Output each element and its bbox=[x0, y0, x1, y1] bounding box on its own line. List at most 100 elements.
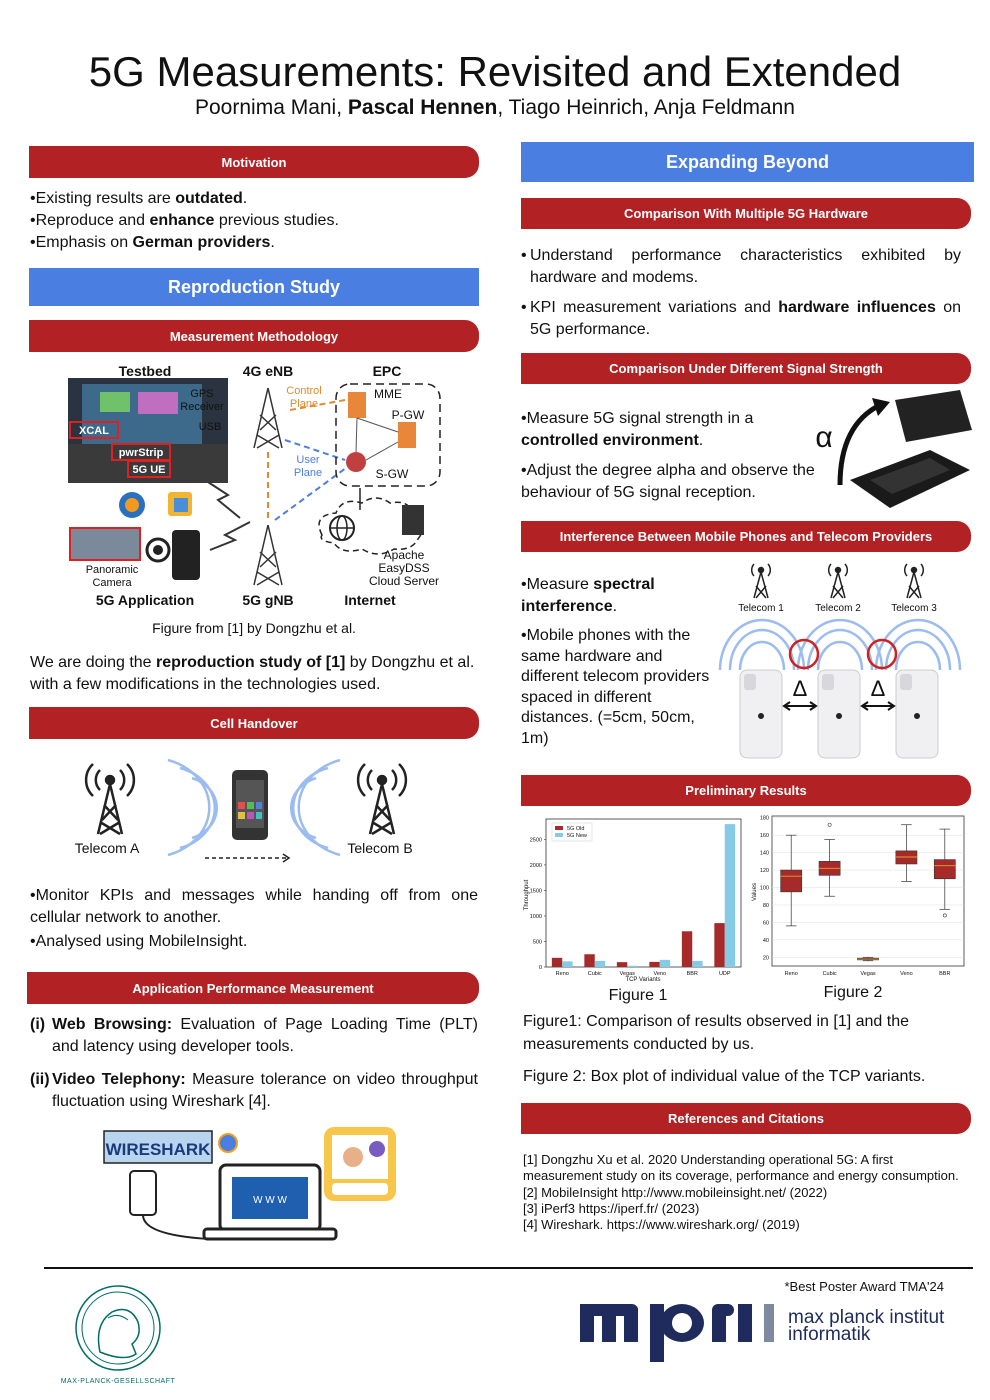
telecom-3-label: Telecom 3 bbox=[891, 603, 937, 614]
usb-label: USB bbox=[199, 421, 222, 433]
mme-label: MME bbox=[374, 387, 402, 401]
wireless-link-icon bbox=[207, 481, 241, 519]
epc-label: EPC bbox=[373, 363, 402, 379]
telecom-3-tower-icon bbox=[903, 563, 925, 599]
pgw-server-icon bbox=[398, 422, 416, 448]
phone-icon bbox=[172, 530, 200, 580]
handover-item-2: •Analysed using MobileInsight. bbox=[30, 933, 248, 950]
bar bbox=[562, 961, 573, 967]
x-tick-label: Reno bbox=[556, 971, 569, 977]
mme-server-icon bbox=[348, 392, 366, 418]
y-tick-label: 120 bbox=[760, 868, 769, 874]
mpi-wordmark-line2: informatik bbox=[788, 1324, 871, 1345]
hardware-item-1: •Understand performance characteristics … bbox=[521, 247, 961, 286]
x-tick-label: Cubic bbox=[588, 971, 602, 977]
panoramic-label: Panoramic bbox=[86, 564, 139, 576]
cloud-server-label: Cloud Server bbox=[369, 574, 439, 588]
www-label: W W W bbox=[253, 1195, 287, 1206]
author-1: Poornima Mani, bbox=[195, 96, 348, 119]
epc-box bbox=[335, 383, 441, 487]
y-tick-label: 0 bbox=[539, 965, 542, 971]
handover-diagram: Telecom A Telecom B bbox=[75, 758, 413, 863]
enb-tower-icon bbox=[253, 387, 283, 449]
x-tick-label: Vegas bbox=[860, 971, 876, 977]
reproduction-heading: Reproduction Study bbox=[29, 268, 479, 306]
bar bbox=[551, 957, 563, 967]
references-list: [1] Dongzhu Xu et al. 2020 Understanding… bbox=[523, 1152, 963, 1233]
handover-heading: Cell Handover bbox=[29, 707, 479, 739]
plot-frame bbox=[545, 818, 742, 968]
bar bbox=[724, 824, 736, 967]
easydss-label: EasyDSS bbox=[378, 561, 429, 575]
mpi-wordmark-line1: max planck institut bbox=[788, 1307, 945, 1328]
ue-label: 5G UE bbox=[132, 464, 165, 476]
interference-heading: Interference Between Mobile Phones and T… bbox=[521, 521, 971, 552]
signal-item-2: •Adjust the degree alpha and observe the… bbox=[521, 462, 815, 501]
x-tick-label: BBR bbox=[939, 971, 950, 977]
motivation-item-3: •Emphasis on German providers. bbox=[30, 234, 275, 251]
y-tick-label: 1000 bbox=[530, 914, 542, 920]
x-tick-label: Veno bbox=[653, 971, 666, 977]
y-axis-title: Values bbox=[752, 883, 758, 901]
methodology-heading: Measurement Methodology bbox=[29, 320, 479, 352]
box bbox=[933, 859, 956, 880]
interference-item-1: •Measure spectral interference. bbox=[521, 576, 655, 615]
gps-label: GPS bbox=[190, 388, 213, 400]
telecom-a-tower-icon bbox=[84, 763, 136, 836]
alpha-symbol: α bbox=[815, 421, 832, 454]
y-tick-label: 160 bbox=[760, 833, 769, 839]
telecom-a-label: Telecom A bbox=[75, 840, 140, 856]
mpi-mark-glyphs bbox=[580, 1304, 752, 1362]
reference-1: [1] Dongzhu Xu et al. 2020 Understanding… bbox=[523, 1152, 959, 1184]
x-tick-label: Reno bbox=[785, 971, 798, 977]
y-tick-label: 20 bbox=[763, 955, 769, 961]
y-tick-label: 180 bbox=[760, 816, 769, 822]
y-tick-label: 40 bbox=[763, 938, 769, 944]
gnb-label: 5G gNB bbox=[242, 592, 293, 608]
user-plane-label: Plane bbox=[294, 467, 322, 479]
web-browser-icon bbox=[232, 1177, 308, 1219]
mpi-logo: max planck institut informatik bbox=[580, 1304, 945, 1362]
app-label: 5G Application bbox=[96, 592, 194, 608]
reference-3: [3] iPerf3 https://iperf.fr/ (2023) bbox=[523, 1200, 700, 1216]
interference-diagram: Telecom 1 Telecom 2 Telecom 3 Δ Δ bbox=[718, 563, 962, 759]
app-perf-item-1: (i) Web Browsing: Evaluation of Page Loa… bbox=[30, 1016, 479, 1055]
control-plane-label: Plane bbox=[290, 398, 318, 410]
motivation-heading: Motivation bbox=[29, 146, 479, 178]
outlier-point bbox=[827, 822, 832, 827]
results-paragraph-1: Figure1: Comparison of results observed … bbox=[523, 1013, 909, 1053]
xcal-label: XCAL bbox=[79, 425, 109, 437]
internet-label: Internet bbox=[344, 592, 396, 608]
x-tick-label: Veno bbox=[900, 971, 913, 977]
wireshark-logo-text: WIRESHARK bbox=[106, 1140, 212, 1159]
sgw-label: S-GW bbox=[376, 467, 409, 481]
bar bbox=[627, 965, 638, 967]
internet-cloud bbox=[318, 497, 424, 555]
telecom-b-tower-icon bbox=[356, 763, 408, 836]
control-label: Control bbox=[286, 385, 321, 397]
hardware-item-2: •KPI measurement variations and hardware… bbox=[521, 299, 962, 338]
signal-box-illustration: α bbox=[815, 390, 972, 508]
avatar bbox=[343, 1147, 363, 1167]
box bbox=[780, 869, 803, 893]
stopwatch-icon bbox=[218, 1133, 238, 1153]
signal-item-1: •Measure 5G signal strength in a control… bbox=[521, 410, 754, 449]
phone-signal-waves bbox=[718, 618, 962, 671]
motivation-item-2: •Reproduce and enhance previous studies. bbox=[30, 212, 339, 229]
user-label: User bbox=[296, 454, 320, 466]
y-tick-label: 2500 bbox=[530, 837, 542, 843]
reference-2: [2] MobileInsight http://www.mobileinsig… bbox=[523, 1184, 828, 1200]
author-rest: , Tiago Heinrich, Anja Feldmann bbox=[497, 96, 795, 119]
y-tick-label: 100 bbox=[760, 886, 769, 892]
x-axis-title: TCP Variants bbox=[625, 977, 660, 983]
y-tick-label: 500 bbox=[533, 939, 542, 945]
phone-outline-icon bbox=[129, 1170, 157, 1216]
reproduction-paragraph: We are doing the reproduction study of [… bbox=[30, 654, 475, 693]
x-tick-label: BBR bbox=[687, 971, 698, 977]
telecom-1-label: Telecom 1 bbox=[738, 603, 784, 614]
methodology-diagram: XCAL pwrStrip 5G UE Testbed GPS Receiver… bbox=[68, 363, 441, 608]
expanding-heading: Expanding Beyond bbox=[521, 142, 974, 182]
footer-divider bbox=[44, 1267, 973, 1269]
